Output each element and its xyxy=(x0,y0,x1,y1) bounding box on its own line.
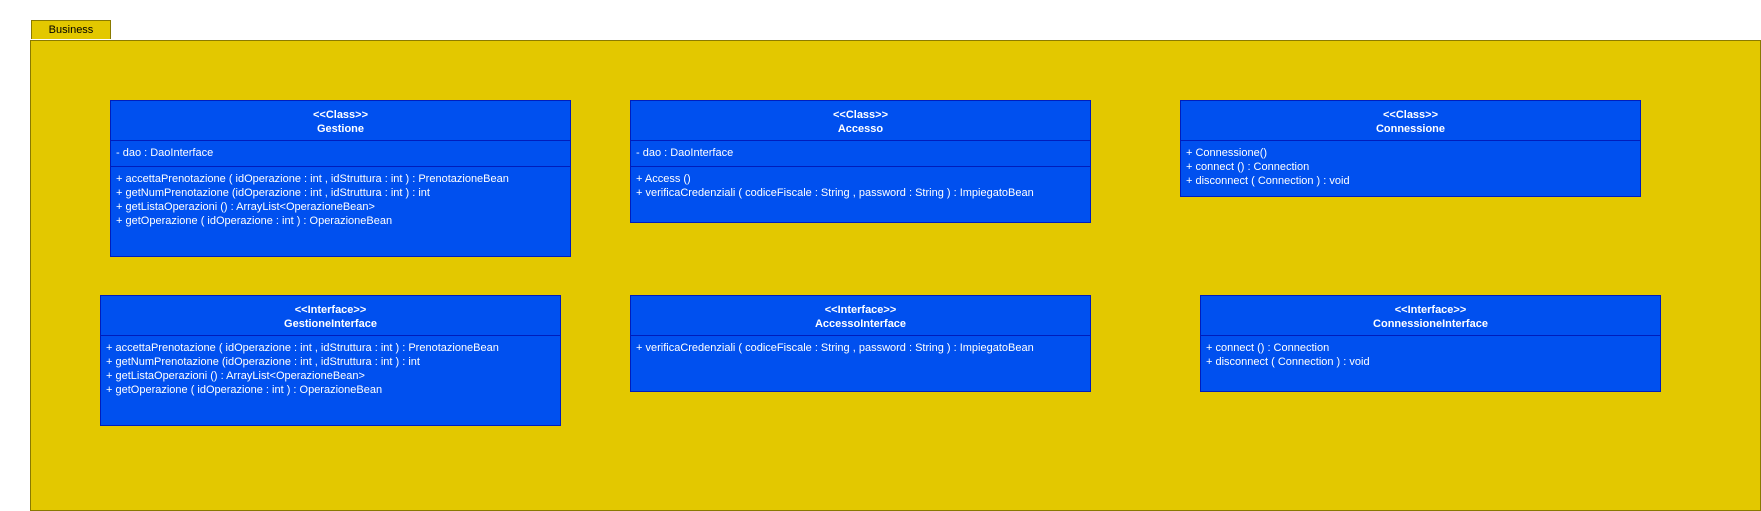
class-operation: + getNumPrenotazione (idOperazione : int… xyxy=(106,356,420,368)
class-operation: + disconnect ( Connection ) : void xyxy=(1206,356,1370,368)
class-stereotype: <<Class>> xyxy=(312,109,369,121)
class-header: <<Interface>> GestioneInterface xyxy=(101,296,560,336)
class-operations: + accettaPrenotazione ( idOperazione : i… xyxy=(111,167,570,233)
class-gestione[interactable]: <<Class>> Gestione - dao : DaoInterface … xyxy=(110,100,571,257)
class-operation: + getNumPrenotazione (idOperazione : int… xyxy=(116,187,430,199)
class-operation: + disconnect ( Connection ) : void xyxy=(1186,175,1350,187)
class-accesso[interactable]: <<Class>> Accesso - dao : DaoInterface +… xyxy=(630,100,1091,223)
class-operation: + connect () : Connection xyxy=(1186,161,1310,173)
class-operation: + verificaCredenziali ( codiceFiscale : … xyxy=(636,342,1034,354)
class-name: ConnessioneInterface xyxy=(1373,318,1488,330)
class-operations: + verificaCredenziali ( codiceFiscale : … xyxy=(631,336,1090,360)
class-stereotype: <<Interface>> xyxy=(824,304,897,316)
package-label: Business xyxy=(48,24,94,36)
class-operation: + accettaPrenotazione ( idOperazione : i… xyxy=(116,173,509,185)
class-operation: + getOperazione ( idOperazione : int ) :… xyxy=(106,384,383,396)
class-attributes: - dao : DaoInterface xyxy=(111,141,570,167)
class-connessione[interactable]: <<Class>> Connessione + Connessione() + … xyxy=(1180,100,1641,197)
class-operation: + connect () : Connection xyxy=(1206,342,1330,354)
class-name: GestioneInterface xyxy=(284,318,377,330)
class-header: <<Class>> Connessione xyxy=(1181,101,1640,141)
class-attribute: - dao : DaoInterface xyxy=(116,147,214,159)
class-name: Connessione xyxy=(1375,123,1446,135)
interface-gestione[interactable]: <<Interface>> GestioneInterface + accett… xyxy=(100,295,561,426)
class-name: Gestione xyxy=(316,123,365,135)
class-operations: + accettaPrenotazione ( idOperazione : i… xyxy=(101,336,560,402)
class-header: <<Class>> Gestione xyxy=(111,101,570,141)
interface-connessione[interactable]: <<Interface>> ConnessioneInterface + con… xyxy=(1200,295,1661,392)
class-operation: + accettaPrenotazione ( idOperazione : i… xyxy=(106,342,499,354)
class-header: <<Interface>> ConnessioneInterface xyxy=(1201,296,1660,336)
class-operations: + connect () : Connection + disconnect (… xyxy=(1201,336,1660,374)
class-stereotype: <<Class>> xyxy=(832,109,889,121)
class-stereotype: <<Class>> xyxy=(1382,109,1439,121)
class-attribute: - dao : DaoInterface xyxy=(636,147,734,159)
class-operation: + getOperazione ( idOperazione : int ) :… xyxy=(116,215,393,227)
class-operation: + Connessione() xyxy=(1186,147,1268,159)
package-tab[interactable]: Business xyxy=(31,20,111,39)
class-operation: + getListaOperazioni () : ArrayList<Oper… xyxy=(116,201,375,213)
class-stereotype: <<Interface>> xyxy=(294,304,367,316)
class-operation: + getListaOperazioni () : ArrayList<Oper… xyxy=(106,370,365,382)
class-name: AccessoInterface xyxy=(814,318,907,330)
class-header: <<Interface>> AccessoInterface xyxy=(631,296,1090,336)
class-header: <<Class>> Accesso xyxy=(631,101,1090,141)
class-operation: + verificaCredenziali ( codiceFiscale : … xyxy=(636,187,1034,199)
class-operations: + Connessione() + connect () : Connectio… xyxy=(1181,141,1640,193)
class-operation: + Access () xyxy=(636,173,691,185)
interface-accesso[interactable]: <<Interface>> AccessoInterface + verific… xyxy=(630,295,1091,392)
class-stereotype: <<Interface>> xyxy=(1394,304,1467,316)
class-operations: + Access () + verificaCredenziali ( codi… xyxy=(631,167,1090,205)
class-attributes: - dao : DaoInterface xyxy=(631,141,1090,167)
class-name: Accesso xyxy=(837,123,884,135)
